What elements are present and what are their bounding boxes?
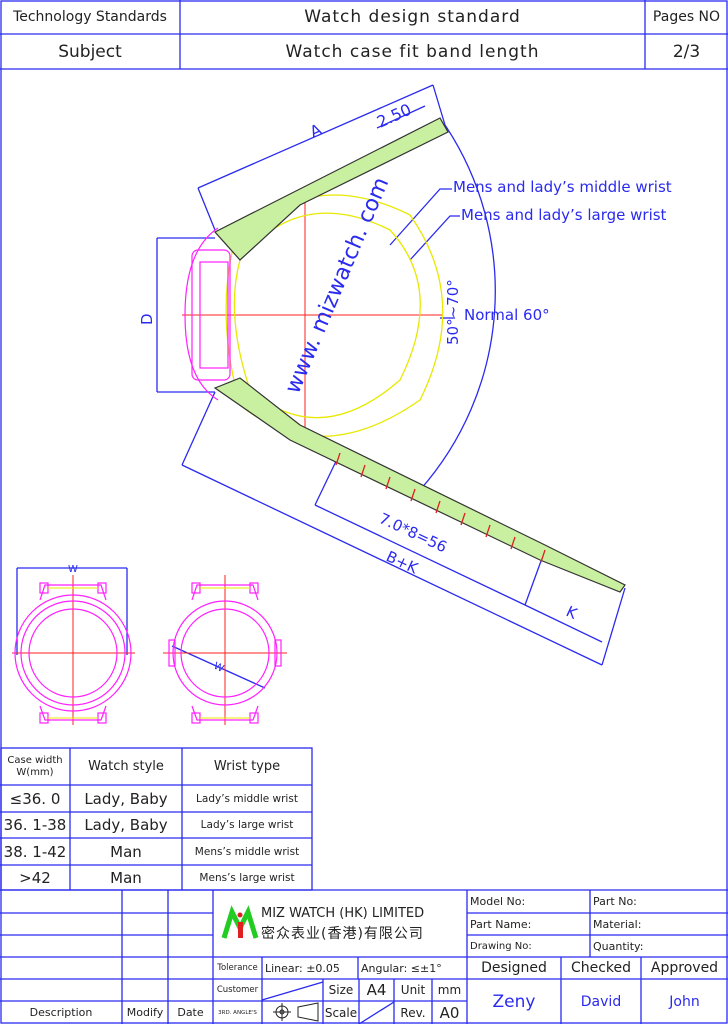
third-angle-projection-icon bbox=[273, 1002, 319, 1022]
checked-label: Checked bbox=[570, 960, 632, 976]
checker-name: David bbox=[580, 993, 622, 1010]
cell: 36. 1-38 bbox=[3, 816, 67, 834]
modify-label: Modify bbox=[126, 1006, 164, 1019]
approved-label: Approved bbox=[650, 960, 719, 976]
normal-angle-label: Normal 60° bbox=[464, 306, 550, 324]
drawing-no-label: Drawing No: bbox=[470, 940, 532, 952]
cell: Lady, Baby bbox=[84, 816, 168, 834]
size-value: A4 bbox=[366, 981, 387, 999]
company-name-en: MIZ WATCH (HK) LIMITED bbox=[261, 906, 425, 921]
third-angle-label: 3RD. ANGLE'S bbox=[218, 1009, 257, 1016]
scale-label: Scale bbox=[324, 1005, 358, 1020]
document-title: Watch design standard bbox=[304, 7, 521, 27]
linear-tolerance: Linear: ±0.05 bbox=[265, 961, 340, 975]
material-label: Material: bbox=[593, 917, 642, 931]
large-wrist-label: Mens and lady’s large wrist bbox=[461, 206, 667, 224]
unit-label: Unit bbox=[400, 983, 426, 997]
cell: Lady’s large wrist bbox=[200, 819, 294, 831]
cell: Mens’s middle wrist bbox=[194, 845, 300, 858]
middle-wrist-label: Mens and lady’s middle wrist bbox=[453, 178, 672, 196]
cell: Mens’s large wrist bbox=[199, 871, 295, 884]
dim-250-label: 2.50 bbox=[374, 100, 414, 132]
subject-label: Subject bbox=[58, 41, 122, 62]
cell: ≤36. 0 bbox=[9, 789, 61, 808]
cell: >42 bbox=[19, 868, 51, 887]
description-label: Description bbox=[29, 1006, 93, 1019]
rev-value: A0 bbox=[439, 1003, 460, 1022]
part-name-label: Part Name: bbox=[470, 917, 532, 931]
cell: 38. 1-42 bbox=[3, 842, 67, 861]
pages-label: Pages NO bbox=[652, 9, 721, 25]
customer-label: Customer bbox=[216, 985, 259, 995]
links-label: 7.0*8=56 bbox=[376, 509, 449, 556]
angular-tolerance: Angular: ≤±1° bbox=[361, 961, 442, 975]
company-logo bbox=[221, 905, 259, 939]
subject: Watch case fit band length bbox=[285, 41, 540, 62]
approver-name: John bbox=[669, 993, 700, 1010]
date-label: Date bbox=[177, 1006, 204, 1019]
designed-label: Designed bbox=[481, 960, 547, 976]
model-no-label: Model No: bbox=[470, 895, 526, 908]
rev-label: Rev. bbox=[400, 1005, 426, 1020]
size-label: Size bbox=[328, 983, 354, 997]
col-case-width: Case width W(mm) bbox=[7, 754, 63, 778]
cell: Man bbox=[110, 842, 142, 861]
dim-bk-label: B+K bbox=[383, 547, 421, 578]
company-name-cn: 密众表业(香港)有限公司 bbox=[261, 926, 424, 942]
dim-w1-label: W bbox=[68, 564, 78, 575]
cell: Man bbox=[110, 868, 142, 887]
unit-value: mm bbox=[437, 983, 462, 997]
dim-w2-label: W bbox=[212, 661, 226, 675]
angle-range-label: 50°~70° bbox=[444, 279, 462, 345]
col-wrist-type: Wrist type bbox=[213, 759, 281, 774]
cell: Lady’s middle wrist bbox=[196, 792, 298, 805]
part-no-label: Part No: bbox=[593, 895, 637, 908]
cell: Lady, Baby bbox=[84, 789, 168, 808]
dim-d-label: D bbox=[138, 313, 156, 325]
designer-name: Zeny bbox=[492, 991, 536, 1012]
dim-a-label: A bbox=[307, 120, 325, 142]
category-label: Technology Standards bbox=[13, 9, 167, 25]
col-watch-style: Watch style bbox=[88, 759, 164, 774]
tolerance-label: Tolerance bbox=[217, 963, 258, 973]
dim-k-label: K bbox=[563, 602, 581, 623]
quantity-label: Quantity: bbox=[593, 939, 644, 953]
page-number: 2/3 bbox=[672, 41, 701, 62]
